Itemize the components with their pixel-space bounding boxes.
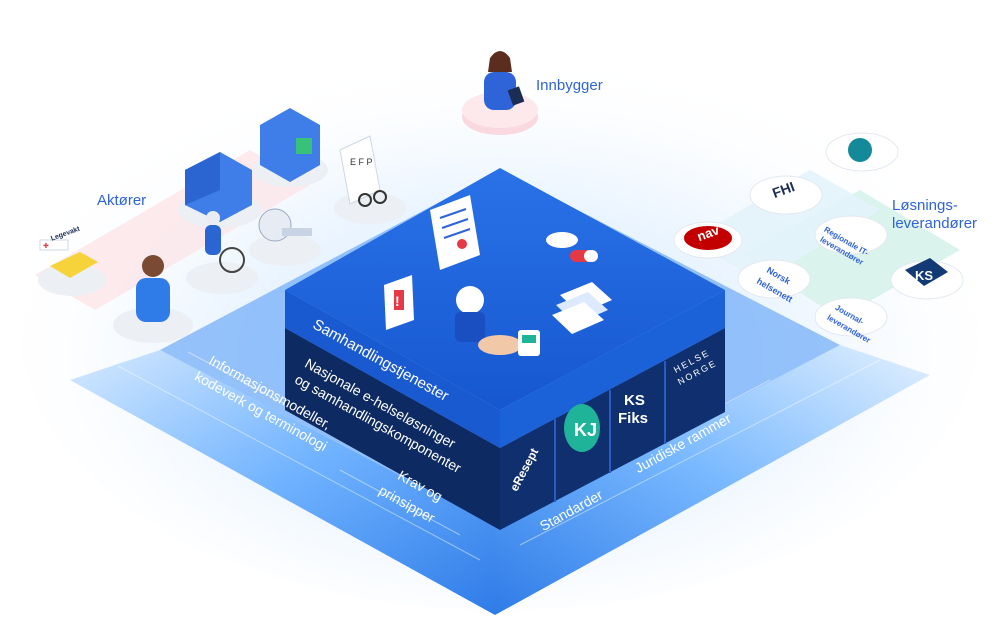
mri-tile [249, 208, 321, 266]
regional-it-tile [814, 215, 888, 255]
ks-logo-tile [890, 258, 964, 300]
base-grid [117, 351, 881, 561]
document-icon [430, 195, 480, 270]
vendors-zone-top [690, 170, 880, 282]
hospital-tile [178, 152, 262, 228]
papers-icon [552, 282, 612, 334]
citizen-figure [462, 51, 538, 135]
tile-separators [554, 361, 666, 502]
journal-leverandorer-tile [814, 297, 888, 337]
cube-left-lower [285, 328, 500, 530]
nav-logo-tile [673, 221, 743, 259]
cube-top [285, 168, 725, 410]
tile-ks-fiks-1: KS [624, 392, 645, 409]
pills-icon [546, 232, 598, 262]
base-left-face [70, 350, 495, 615]
svg-text:✚: ✚ [43, 242, 49, 250]
pharmacy-tile [252, 108, 328, 187]
vendors-label: Løsnings- leverandører [892, 197, 977, 233]
blood-pressure-icon [455, 286, 540, 356]
citizen-label: Innbygger [536, 77, 603, 94]
cube-left-top-band [285, 290, 500, 448]
doctor-tile [113, 255, 193, 343]
alert-tag-icon: ! [384, 275, 414, 330]
kjernejournal-logo: KJ [564, 404, 600, 452]
base-right-face [495, 345, 930, 615]
cube-right-lower [500, 328, 725, 530]
fhi-logo-tile [749, 175, 823, 215]
ambulance-tile: ✚ [38, 239, 106, 296]
svg-text:E F P: E F P [350, 157, 373, 167]
helsedirektoratet-logo-tile [825, 132, 899, 172]
norsk-helsenett-tile [737, 259, 811, 299]
cube-right-top-band [500, 290, 725, 448]
svg-text:KJ: KJ [574, 420, 597, 440]
optician-tile: E F P [334, 135, 406, 224]
elderly-tile [186, 211, 258, 294]
vendors-label-text: Løsnings- leverandører [892, 197, 978, 232]
svg-text:!: ! [395, 293, 400, 309]
tile-ks-fiks-2: Fiks [618, 410, 649, 427]
actors-label: Aktører [97, 192, 147, 209]
vendor-ks: KS [915, 268, 934, 283]
